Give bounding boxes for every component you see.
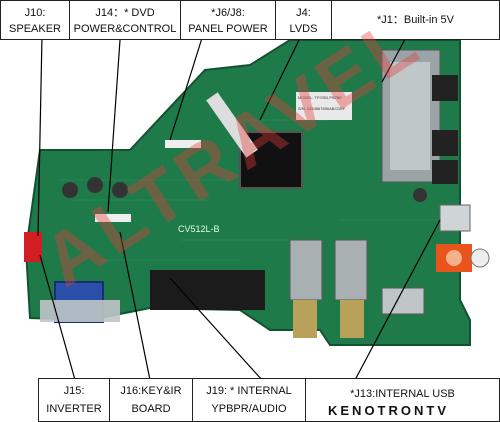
- rf-connector-2: [340, 300, 364, 338]
- brand-logo-text: KENOTRONTV: [328, 403, 449, 418]
- hdmi-port: [381, 287, 425, 315]
- label-j16-line1: J16:KEY&IR: [120, 385, 182, 397]
- label-j10-line1: J10:: [24, 7, 46, 19]
- label-j16-line2: BOARD: [131, 403, 171, 415]
- tuner-shield-1: [289, 239, 323, 301]
- label-j6-j8-line2: PANEL POWER: [188, 23, 268, 35]
- label-j6-j8-line1: *J6/J8:: [211, 7, 245, 19]
- dvd-power-header: [95, 214, 131, 222]
- leader-lines: [37, 29, 441, 381]
- board-model-silkscreen: CV512L-B: [178, 224, 220, 234]
- label-j6-j8: *J6/J8: PANEL POWER: [180, 0, 276, 40]
- label-j1: *J1：Built-in 5V: [331, 0, 500, 40]
- sticker-line-1: MODEL: TP.SSD.PB780: [298, 95, 342, 100]
- label-j10: J10: SPEAKER: [0, 0, 70, 40]
- capacitor-1: [62, 182, 78, 198]
- lvds-connector: [206, 92, 258, 158]
- audio-jack-1: [432, 75, 458, 101]
- serial-sticker: [296, 92, 352, 120]
- label-j4-line2: LVDS: [289, 23, 318, 35]
- rca-white-connector: [470, 248, 490, 268]
- speaker-connector: [24, 232, 42, 262]
- capacitor-4: [413, 188, 427, 202]
- usb-port: [439, 204, 471, 232]
- audio-jack-3: [432, 160, 458, 184]
- label-j15: J15: INVERTER: [38, 378, 110, 422]
- label-j16: J16:KEY&IR BOARD: [109, 378, 193, 422]
- label-j13-line1: *J13:INTERNAL USB: [350, 388, 455, 400]
- label-j14: J14：* DVD POWER&CONTROL: [69, 0, 181, 40]
- label-j14-line1: J14：* DVD: [95, 7, 155, 19]
- label-j19: J19: * INTERNAL YPBPR/AUDIO: [192, 378, 306, 422]
- label-j1-line1: *J1：Built-in 5V: [376, 14, 455, 26]
- label-j19-line2: YPBPR/AUDIO: [211, 403, 287, 415]
- capacitor-3: [112, 182, 128, 198]
- label-j10-line2: SPEAKER: [9, 23, 61, 35]
- label-j4-line1: J4:: [296, 7, 311, 19]
- rca-orange-hole: [446, 250, 462, 266]
- capacitor-2: [87, 177, 103, 193]
- vga-shell: [40, 300, 120, 322]
- sticker-line-2: S/N: 1234567890ABCDEF: [298, 106, 346, 111]
- label-j13: *J13:INTERNAL USB: [305, 378, 500, 422]
- label-j15-line1: J15:: [63, 385, 85, 397]
- tuner-shield-2: [334, 239, 368, 301]
- label-j15-line2: INVERTER: [46, 403, 102, 415]
- label-j4: J4: LVDS: [275, 0, 332, 40]
- rf-connector-1: [293, 300, 317, 338]
- card-slot-inner: [390, 62, 430, 170]
- label-j19-line1: J19: * INTERNAL: [206, 385, 292, 397]
- panel-power-header: [165, 140, 201, 148]
- audio-jack-2: [432, 130, 458, 156]
- label-j14-line2: POWER&CONTROL: [73, 23, 177, 35]
- scart-header: [150, 270, 265, 310]
